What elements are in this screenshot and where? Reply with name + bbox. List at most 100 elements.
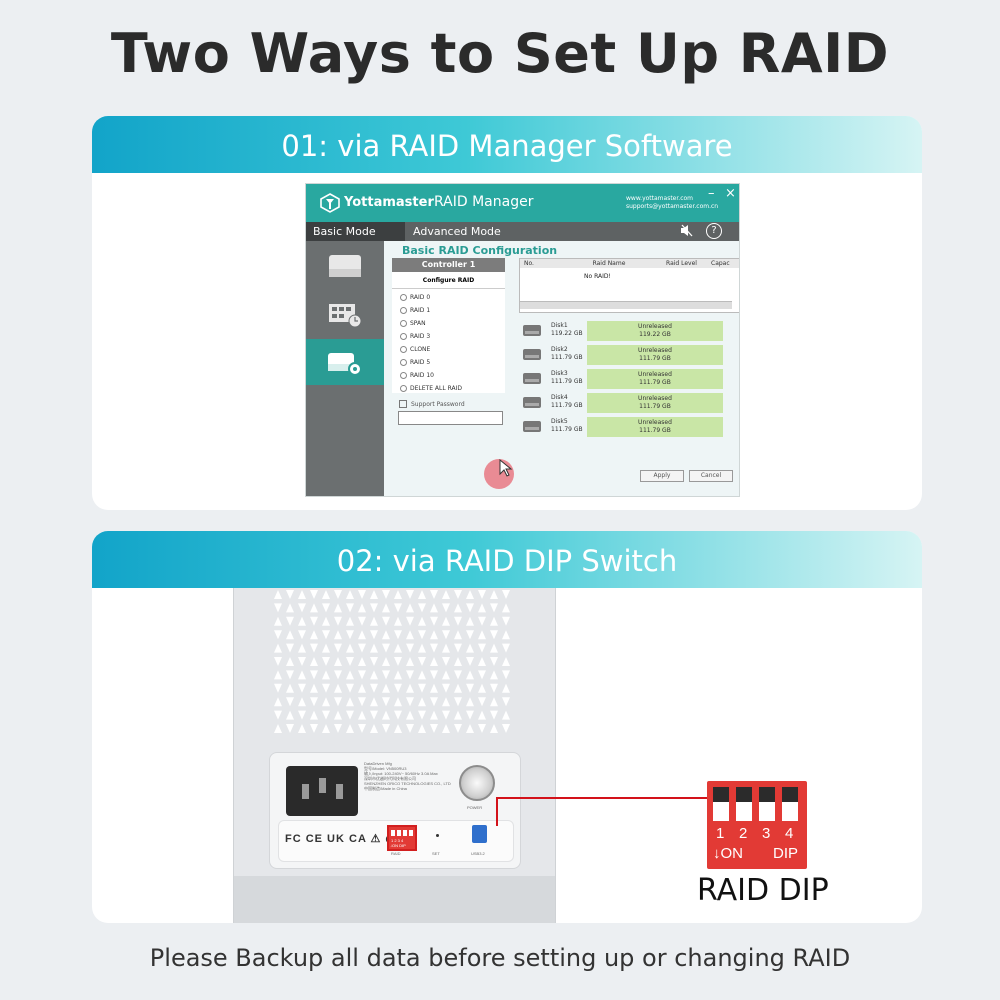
ac-power-socket xyxy=(286,766,358,816)
dip-number-2: 2 xyxy=(739,825,748,842)
hard-disk-icon xyxy=(523,397,541,408)
connector-line xyxy=(496,797,709,799)
radio-icon xyxy=(400,333,407,340)
mouse-cursor-icon xyxy=(499,459,513,477)
main-panel: Basic RAID Configuration Controller 1 Co… xyxy=(384,241,739,496)
radio-icon xyxy=(400,372,407,379)
raid-option-label: DELETE ALL RAID xyxy=(410,385,463,392)
raid-option-label: CLONE xyxy=(410,346,431,353)
table-header-raid-level: Raid Level xyxy=(654,259,709,268)
certification-marks: FC CE UK CA ⚠ ◎ xyxy=(285,833,397,845)
dip-number-4: 4 xyxy=(785,825,794,842)
checkbox-icon xyxy=(399,400,407,408)
raid-dip-switch-small[interactable]: 1 2 3 4 ↓ON DIP xyxy=(387,825,417,851)
backup-warning: Please Backup all data before setting up… xyxy=(149,944,851,972)
raid-dip-switch-large[interactable]: 1 2 3 4 ↓ON DIP xyxy=(707,781,807,869)
hard-disk-icon xyxy=(523,373,541,384)
no-raid-message: No RAID! xyxy=(584,273,611,280)
raid-option-raid5[interactable]: RAID 5 xyxy=(400,359,430,366)
power-button[interactable] xyxy=(459,765,495,801)
usb-port[interactable] xyxy=(472,825,487,843)
minimize-button[interactable]: – xyxy=(708,186,715,201)
raid-option-label: SPAN xyxy=(410,320,426,327)
controller-panel: Controller 1 Configure RAID RAID 0 RAID … xyxy=(392,258,505,393)
dip-number-1: 1 xyxy=(716,825,725,842)
raid-dip-label: RAID DIP xyxy=(697,873,829,908)
raid-option-label: RAID 3 xyxy=(410,333,431,340)
apply-button[interactable]: Apply xyxy=(640,470,684,482)
raid-option-raid3[interactable]: RAID 3 xyxy=(400,333,430,340)
table-header-raid-name: Raid Name xyxy=(564,259,654,268)
password-input[interactable] xyxy=(398,411,503,425)
raid-table: No. Raid Name Raid Level Capac No RAID! xyxy=(519,258,739,313)
vent-grille xyxy=(274,590,510,733)
table-header-no: No. xyxy=(520,259,564,268)
yottamaster-logo-icon xyxy=(320,193,340,213)
help-icon[interactable]: ? xyxy=(706,223,722,239)
connector-line xyxy=(496,797,498,826)
hard-disk-icon xyxy=(523,421,541,432)
radio-icon xyxy=(400,385,407,392)
raid-option-label: RAID 10 xyxy=(410,372,434,379)
set-button[interactable] xyxy=(436,834,439,837)
raid-option-raid0[interactable]: RAID 0 xyxy=(400,294,430,301)
radio-icon xyxy=(400,359,407,366)
radio-icon xyxy=(400,320,407,327)
raid-option-label: RAID 5 xyxy=(410,359,431,366)
sidebar-item-raid-config[interactable] xyxy=(306,339,384,385)
raid-label-small: RAID xyxy=(391,851,401,856)
page-title: Two Ways to Set Up RAID xyxy=(110,22,890,85)
mute-icon[interactable] xyxy=(680,224,693,240)
power-label: POWER xyxy=(467,805,483,810)
small-dip-numbers: 1 2 3 4 xyxy=(391,838,404,843)
config-heading: Basic RAID Configuration xyxy=(402,244,558,257)
raid-option-clone[interactable]: CLONE xyxy=(400,346,430,353)
tab-advanced-mode[interactable]: Advanced Mode xyxy=(413,225,501,238)
support-password-label: Support Password xyxy=(411,400,465,408)
dip-slot-1[interactable] xyxy=(713,787,729,821)
tab-basic-mode[interactable]: Basic Mode xyxy=(306,222,405,241)
disk-drive-icon xyxy=(329,255,361,277)
section-dip-card: 02: via RAID DIP Switch AC 100-240V Data… xyxy=(92,531,922,923)
grid-clock-icon xyxy=(329,304,362,328)
sidebar-item-schedule[interactable] xyxy=(306,291,384,337)
raid-option-label: RAID 0 xyxy=(410,294,431,301)
raid-option-raid10[interactable]: RAID 10 xyxy=(400,372,434,379)
contact-email: supports@yottamaster.com.cn xyxy=(626,203,719,210)
rear-io-strip: FC CE UK CA ⚠ ◎ 1 2 3 4 ↓ON DIP RAID SET… xyxy=(278,820,514,862)
usb-label: USB3.2 xyxy=(471,851,485,856)
configure-raid-label: Configure RAID xyxy=(392,274,505,289)
dip-slot-4[interactable] xyxy=(782,787,798,821)
disk-settings-icon xyxy=(328,353,362,376)
cancel-button[interactable]: Cancel xyxy=(689,470,733,482)
dip-slot-3[interactable] xyxy=(759,787,775,821)
raid-option-raid1[interactable]: RAID 1 xyxy=(400,307,430,314)
raid-option-delete-all[interactable]: DELETE ALL RAID xyxy=(400,385,462,392)
table-header-capacity: Capac xyxy=(709,259,739,268)
controller-label: Controller 1 xyxy=(392,258,505,272)
device-base xyxy=(234,876,555,923)
dip-dip-label: DIP xyxy=(773,845,799,862)
raid-enclosure-device: AC 100-240V DataDriven Mfg 型号/Model: VN5… xyxy=(233,588,556,923)
section-software-card: 01: via RAID Manager Software Yottamaste… xyxy=(92,116,922,510)
socket-pin xyxy=(319,778,326,793)
dip-slot-2[interactable] xyxy=(736,787,752,821)
support-password-checkbox[interactable]: Support Password xyxy=(399,400,465,408)
sidebar xyxy=(306,241,384,496)
sidebar-item-disk[interactable] xyxy=(306,243,384,289)
close-button[interactable]: × xyxy=(725,186,736,201)
table-scrollbar[interactable] xyxy=(520,301,732,309)
raid-option-span[interactable]: SPAN xyxy=(400,320,426,327)
hard-disk-icon xyxy=(523,349,541,360)
